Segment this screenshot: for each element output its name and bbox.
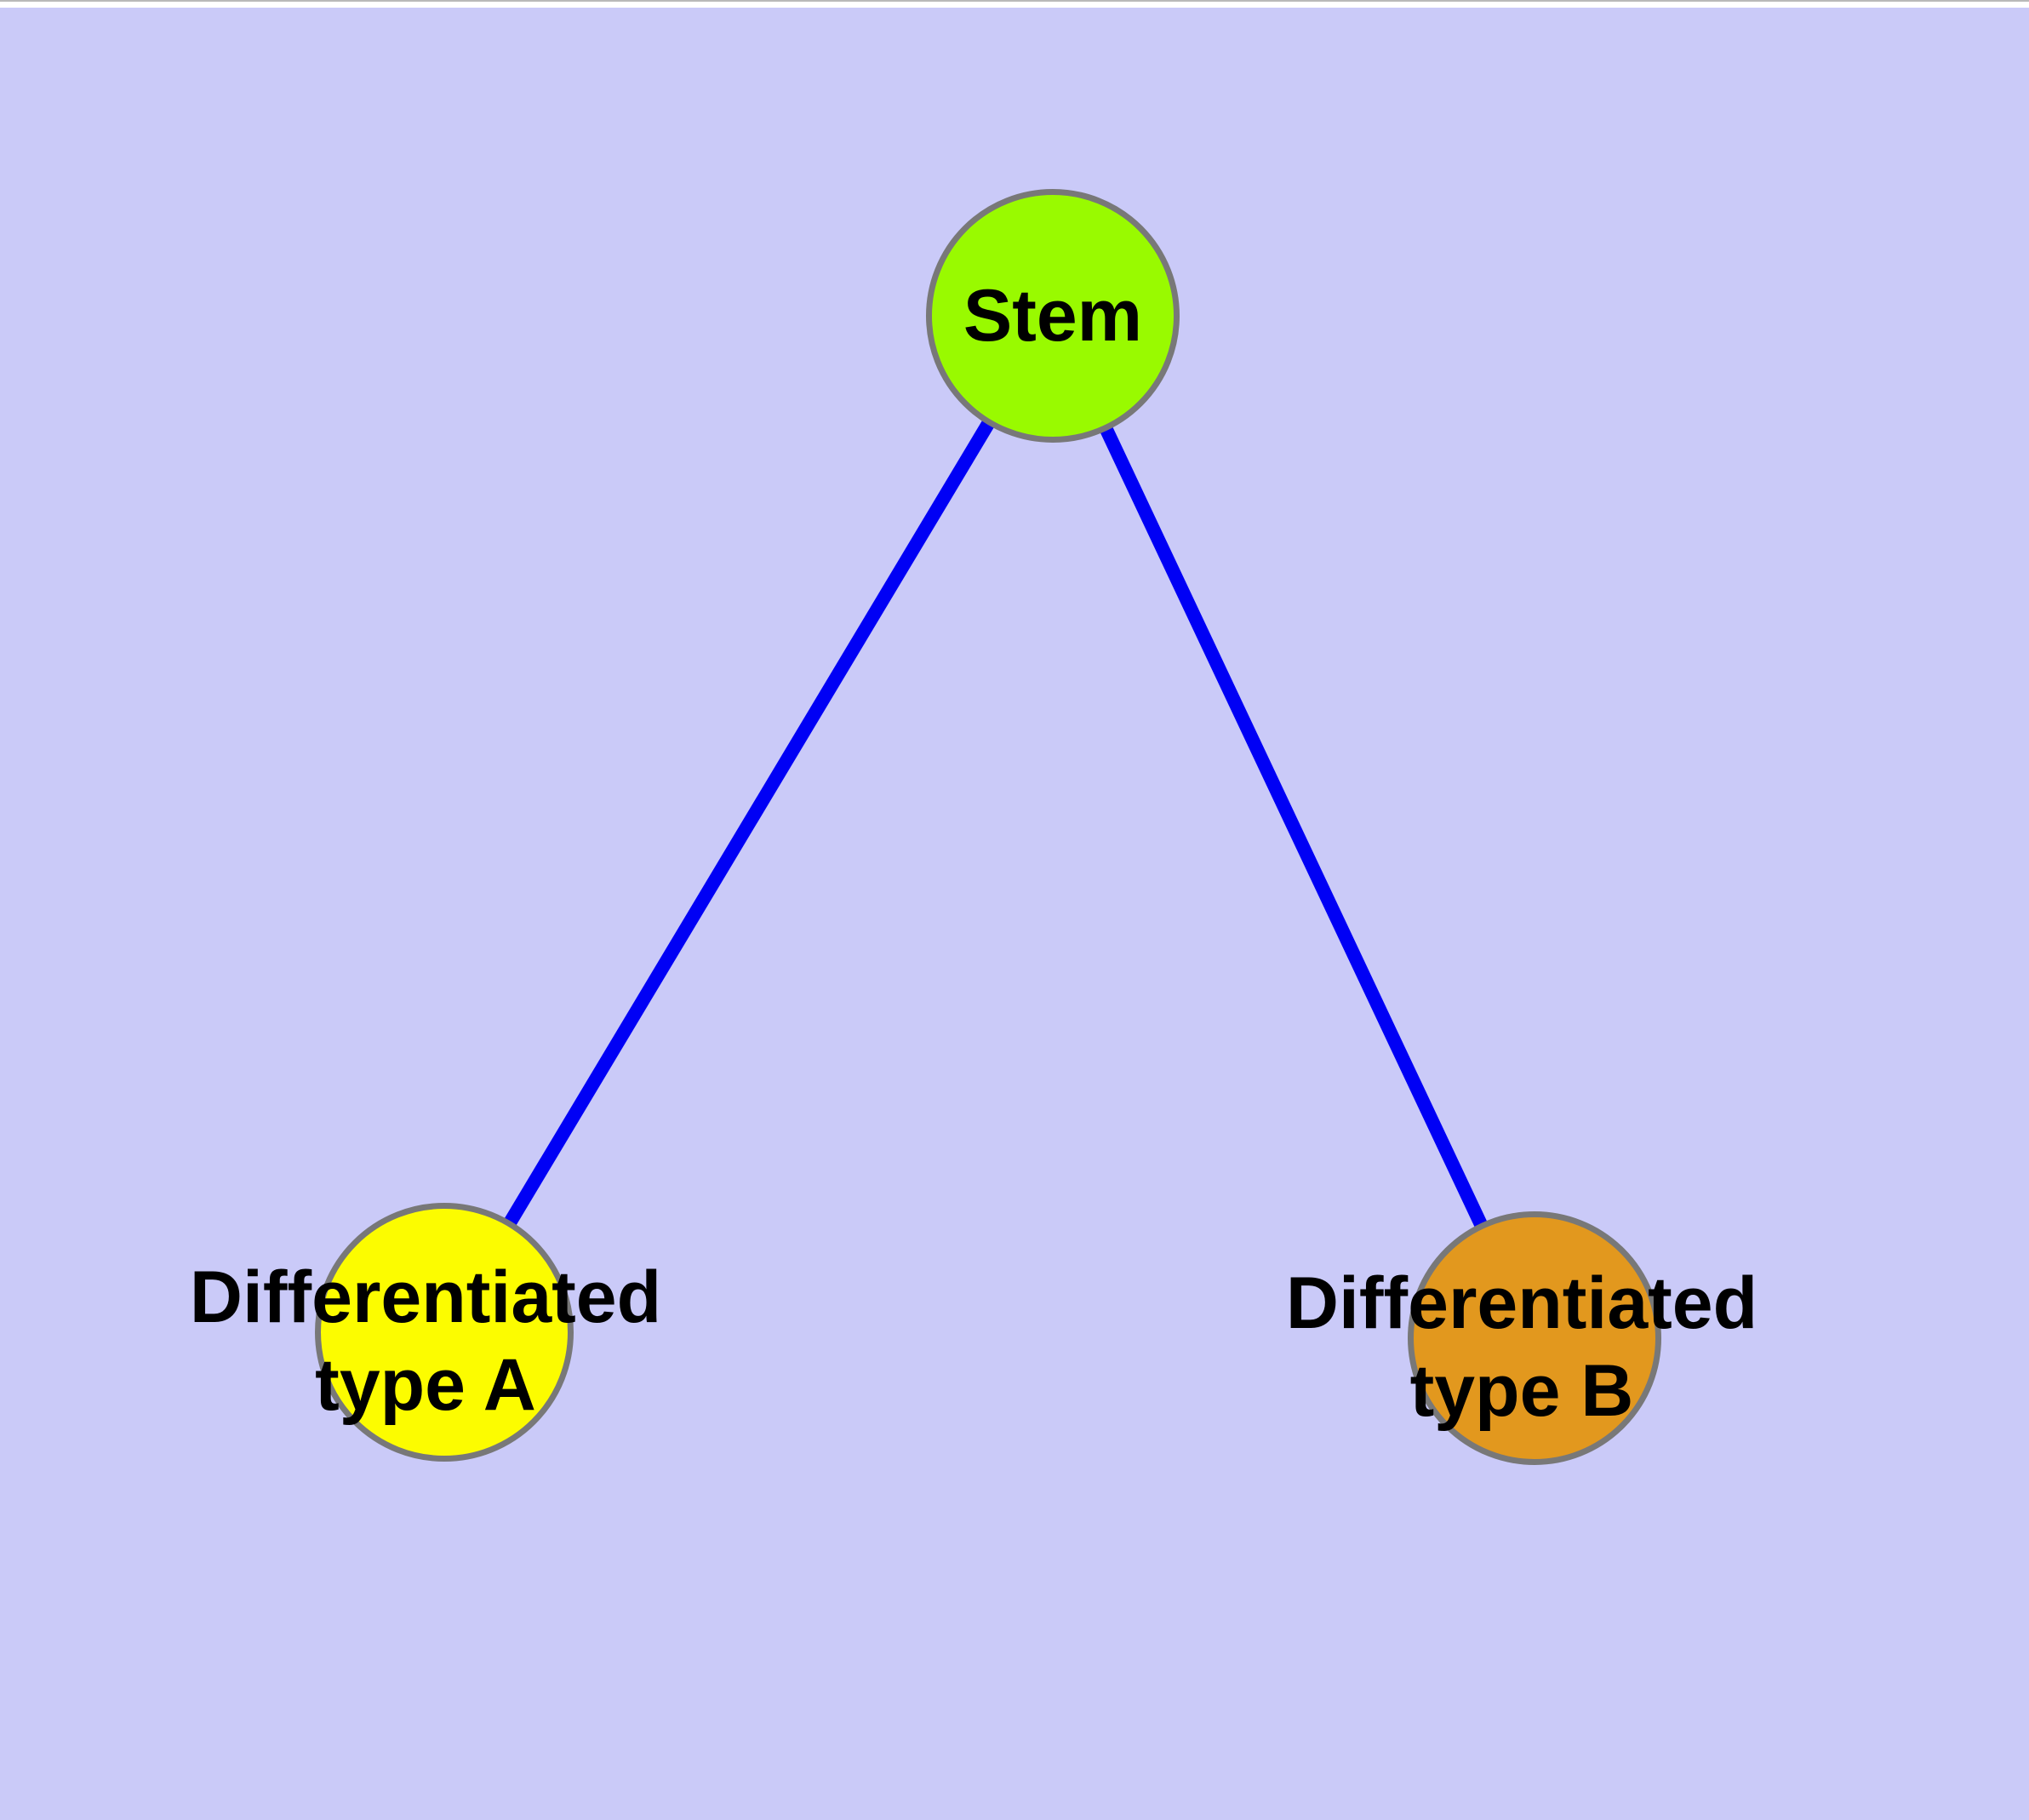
node-type-a-label: Differentiated type A	[190, 1254, 661, 1429]
node-type-b-label-line1: Differentiated	[1285, 1262, 1758, 1344]
node-differentiated-type-a	[315, 1203, 574, 1462]
node-type-a-label-line2: type A	[315, 1344, 536, 1426]
node-stem: Stem	[926, 189, 1180, 443]
node-type-b-label: Differentiated type B	[1286, 1260, 1758, 1435]
node-stem-label: Stem	[963, 274, 1143, 357]
node-differentiated-type-b	[1408, 1211, 1661, 1465]
node-type-b-label-line2: type B	[1409, 1350, 1634, 1432]
node-type-a-label-line1: Differentiated	[189, 1256, 662, 1338]
window-top-strip	[0, 0, 2029, 8]
edge-stem-to-type-a	[438, 312, 1059, 1336]
edge-stem-to-type-b	[1046, 312, 1541, 1342]
